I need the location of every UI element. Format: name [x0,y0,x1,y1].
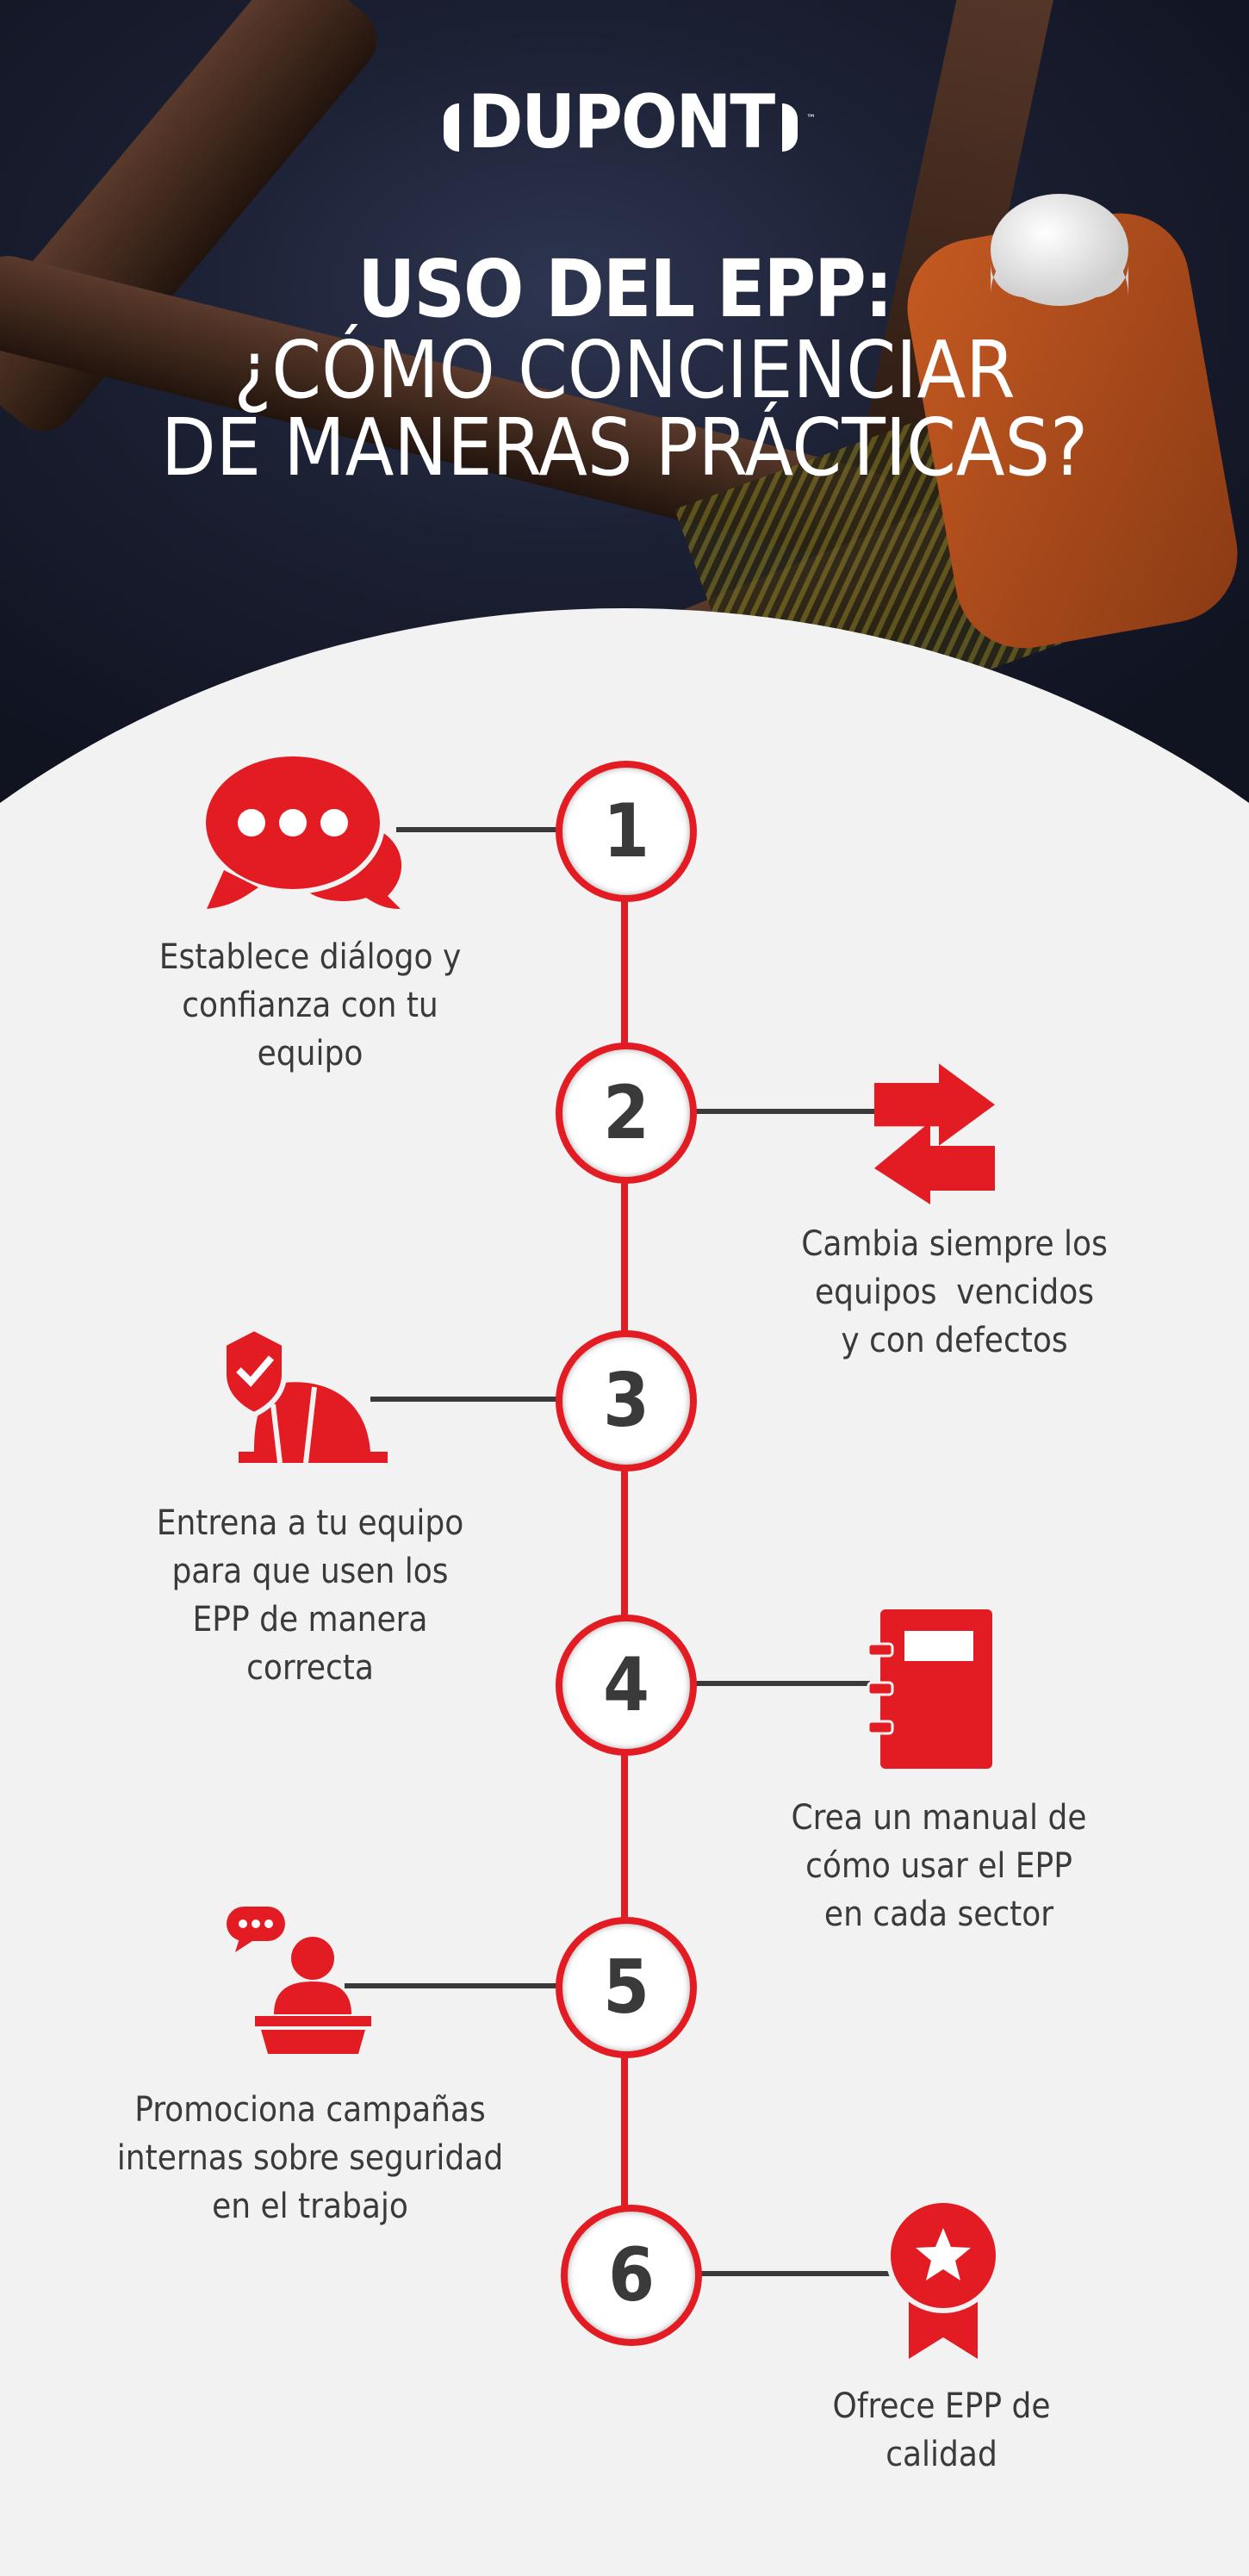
manual-book-icon [867,1609,992,1769]
title-line-3: DE MANERAS PRÁCTICAS? [160,401,1089,494]
step-number-3: 3 [556,1330,697,1472]
title-line-1: USO DEL EPP: [357,243,893,335]
step-number-6: 6 [561,2205,702,2346]
connector-3 [370,1397,560,1402]
connector-4 [689,1681,870,1686]
connector-5 [345,1983,560,1988]
connector-6 [694,2271,892,2276]
speech-bubbles-icon [201,751,402,909]
title-line-2: ¿CÓMO CONCIENCIAR [233,324,1016,416]
step-number-5: 5 [556,1917,697,2058]
step-number-4: 4 [556,1615,697,1756]
step-number-2: 2 [556,1042,697,1184]
connector-1 [396,827,560,832]
award-badge-icon [885,2198,1001,2359]
timeline-line [621,830,628,2274]
connector-2 [689,1109,879,1114]
exchange-arrows-icon [874,1063,995,1204]
shield-helmet-icon [221,1327,388,1464]
speaker-podium-icon [227,1907,371,2054]
step-number-1: 1 [556,761,697,902]
